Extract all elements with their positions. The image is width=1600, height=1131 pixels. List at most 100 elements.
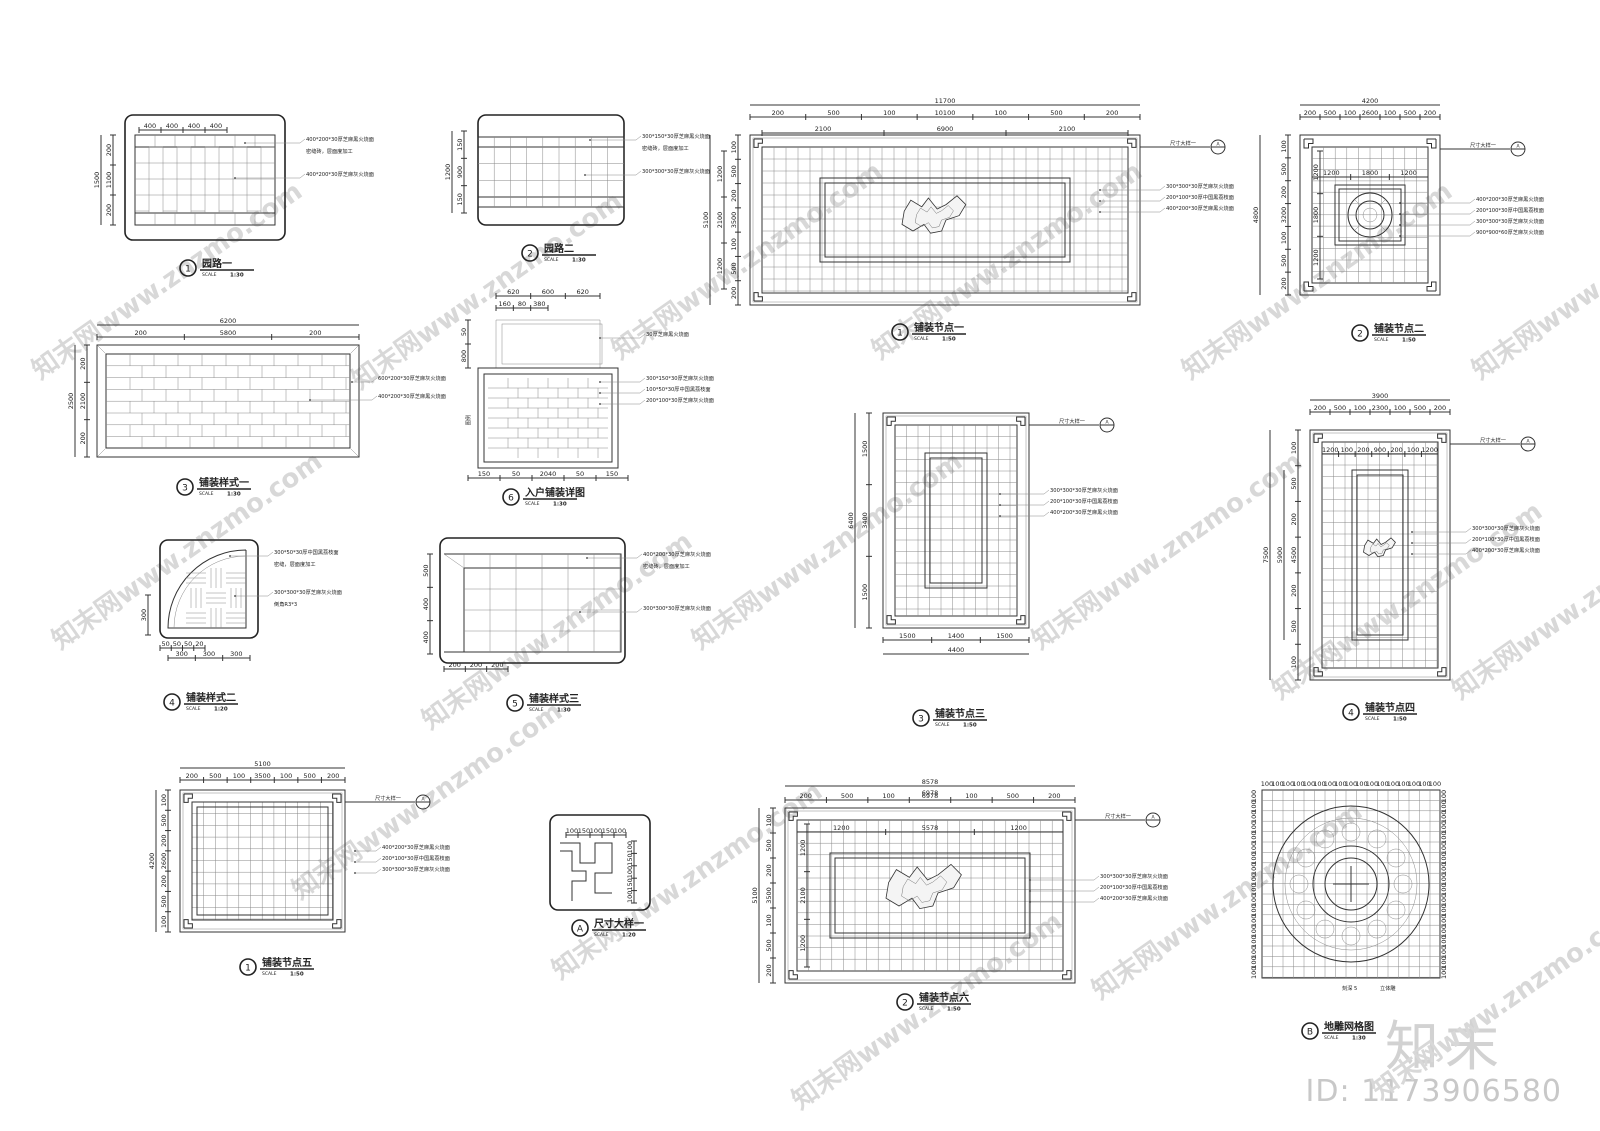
drawing-text: 500 (730, 262, 738, 274)
drawing-text: 300*300*30厚芝麻灰火烧面 (1100, 872, 1168, 880)
drawing-text: 80 (518, 300, 526, 308)
drawing-text: 2500 (67, 393, 75, 410)
drawing-text: 100 (280, 772, 292, 780)
drawing-text: 100 (626, 891, 634, 903)
title-number-circle (896, 993, 914, 1011)
title-number: 1 (185, 265, 191, 275)
drawing-text: 100 (1376, 780, 1388, 788)
drawing-text: 30厚芝麻黑火烧面 (646, 330, 689, 338)
drawing-text: 100 (1292, 780, 1304, 788)
drawing-text: 5100 (751, 887, 759, 904)
drawing-text: 100 (614, 827, 626, 835)
drawing-text: 2100 (716, 212, 724, 229)
title-number: A (577, 925, 584, 935)
drawing-text: 100 (626, 866, 634, 878)
drawing-text: 100 (1440, 956, 1448, 968)
drawing-text: 100 (1354, 404, 1366, 412)
drawing-text: 密缝砖，层面度加工 (306, 147, 353, 155)
drawing-text: 400*200*30厚芝麻黑火烧面 (1472, 546, 1540, 554)
drawing-text: 2600 (160, 853, 168, 870)
drawing-text: 620 (576, 288, 588, 296)
drawing-text: 200 (491, 661, 503, 669)
title-number-circle (891, 323, 909, 341)
drawing-text: 500 (209, 772, 221, 780)
drawing-text: 1500 (996, 632, 1013, 640)
drawing-text: 100 (883, 109, 895, 117)
drawing-text: 3200 (1280, 207, 1288, 224)
scale-value: 1:30 (572, 258, 586, 264)
drawing-text: 500 (1414, 404, 1426, 412)
drawing-text: 200*100*30厚中国黑荔枝面 (1476, 206, 1544, 214)
drawing-text: 100 (1250, 935, 1258, 947)
drawing-text: 2300 (1372, 404, 1389, 412)
drawing-text: 100 (1250, 946, 1258, 958)
drawing-text: 200 (1314, 404, 1326, 412)
drawing-text: 3400 (861, 512, 869, 529)
drawing-text: 500 (160, 814, 168, 826)
drawing-text: 尺寸大样一 (1470, 141, 1496, 149)
title-number-circle (1351, 324, 1369, 342)
fret-pattern (560, 842, 613, 894)
drawing-text: 50 (576, 470, 584, 478)
drawing-text: 150 (602, 827, 614, 835)
drawing-text: 200*100*30厚中国黑荔枝面 (1050, 497, 1118, 505)
drawing-text: 160 (498, 300, 510, 308)
title-number: 6 (508, 494, 514, 504)
drawing-text: 300 (203, 650, 215, 658)
title-number-circle (506, 694, 524, 712)
drawing-text: 100 (1440, 842, 1448, 854)
drawing-text: 100 (1440, 852, 1448, 864)
drawing-text: 200 (1280, 277, 1288, 289)
drawing-text: 500 (160, 895, 168, 907)
title-number-circle (571, 919, 589, 937)
drawing-text: 500 (1290, 477, 1298, 489)
drawing-text: 300 (140, 609, 148, 621)
title-number: 3 (182, 484, 188, 494)
drawing-text: 尺寸大样一 (1480, 436, 1506, 444)
title-number-circle (176, 478, 194, 496)
detail-title: 铺装节点二 (1374, 322, 1424, 335)
drawing-text: 200 (160, 875, 168, 887)
drawing-text: 2100 (1059, 125, 1076, 133)
drawing-text: 100 (1250, 821, 1258, 833)
drawing-text: 100 (1271, 780, 1283, 788)
drawing-text: 立体雕 (1380, 984, 1396, 992)
drawing-text: 100 (1324, 780, 1336, 788)
drawing-text: 倒角R3*3 (274, 600, 297, 608)
scale-label: SCALE (919, 1006, 934, 1012)
drawing-text: 100 (1440, 790, 1448, 802)
drawing-text: 4200 (148, 853, 156, 870)
drawing-text: 5100 (702, 212, 710, 229)
title-number: 3 (918, 715, 924, 725)
scale-label: SCALE (525, 501, 540, 507)
drawing-text: 100 (1250, 873, 1258, 885)
drawing-text: 100 (1250, 842, 1258, 854)
scale-label: SCALE (1324, 1035, 1339, 1041)
drawing-text: 300*300*30厚芝麻灰火烧面 (1476, 217, 1544, 225)
drawing-text: 7500 (1262, 547, 1270, 564)
drawing-text: 图例 (464, 415, 472, 425)
drawing-text: 400*200*30厚芝麻黑火烧面 (382, 843, 450, 851)
drawing-text: 100 (765, 914, 773, 926)
drawing-text: 200*100*30厚中国黑荔枝面 (1100, 883, 1168, 891)
title-number-circle (502, 488, 520, 506)
drawing-text: 尺寸大样一 (1170, 139, 1196, 147)
drawing-text: 100 (1440, 821, 1448, 833)
drawing-text: 200 (186, 772, 198, 780)
drawing-text: 500 (765, 939, 773, 951)
drawing-text: 200 (448, 661, 460, 669)
title-number: 1 (897, 329, 903, 339)
drawing-text: 1500 (93, 172, 101, 189)
scale-value: 1:50 (1393, 717, 1407, 723)
watermark-text: 知末网www.znzmo.com (1367, 896, 1600, 1105)
title-number: 2 (527, 250, 533, 260)
drawing-text: 100 (1250, 956, 1258, 968)
drawing-text: 50 (173, 640, 181, 648)
drawing-text: 400 (422, 598, 430, 610)
drawing-text: 200 (1290, 513, 1298, 525)
